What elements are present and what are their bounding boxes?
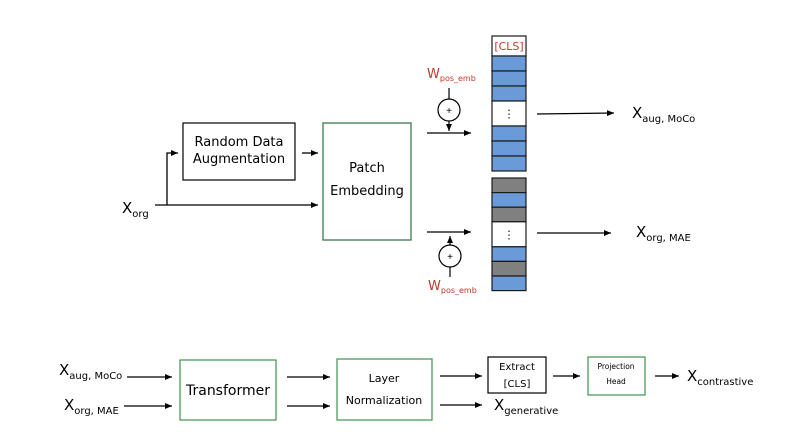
arrow-moco-output bbox=[536, 110, 615, 117]
augmentation-label-1: Random Data bbox=[195, 135, 284, 150]
cls-token-label: [CLS] bbox=[494, 40, 523, 53]
input-x-aug-moco: Xaug, MoCo bbox=[59, 361, 122, 382]
output-x-contrastive: Xcontrastive bbox=[687, 367, 753, 388]
patch-token bbox=[491, 140, 527, 157]
token-column-moco: [CLS] ⋮ bbox=[491, 35, 527, 172]
masked-token bbox=[491, 206, 527, 223]
input-x-org-mae: Xorg, MAE bbox=[64, 396, 119, 417]
masked-token bbox=[491, 177, 527, 194]
patch-token bbox=[491, 85, 527, 102]
output-x-generative: Xgenerative bbox=[494, 396, 558, 417]
projection-head-box: Projection Head bbox=[587, 356, 646, 396]
layer-norm-label-2: Normalization bbox=[346, 394, 422, 407]
pos-emb-label-bottom: Wpos_emb bbox=[428, 279, 477, 295]
ellipsis-token bbox=[491, 221, 527, 248]
ellipsis-label: ⋮ bbox=[504, 109, 515, 121]
masked-token bbox=[491, 260, 527, 277]
output-x-aug-moco: Xaug, MoCo bbox=[632, 104, 695, 125]
input-x-org-label: Xorg bbox=[122, 199, 149, 220]
adder-top-plus: + bbox=[446, 106, 452, 117]
projection-label-1: Projection bbox=[597, 362, 634, 371]
patch-token bbox=[491, 70, 527, 87]
adder-bottom-plus: + bbox=[447, 252, 453, 263]
output-x-org-mae: Xorg, MAE bbox=[636, 223, 691, 244]
extract-cls-box: Extract [CLS] bbox=[487, 356, 547, 394]
patch-embedding-label-1: Patch bbox=[349, 161, 385, 176]
transformer-label: Transformer bbox=[185, 383, 270, 399]
layer-norm-label-1: Layer bbox=[369, 372, 400, 385]
layer-norm-box: Layer Normalization bbox=[336, 358, 433, 421]
augmentation-box: Random Data Augmentation bbox=[182, 122, 296, 181]
token-column-mae: ⋮ bbox=[491, 177, 527, 292]
patch-token bbox=[491, 125, 527, 142]
projection-label-2: Head bbox=[606, 377, 626, 386]
pos-emb-label-top: Wpos_emb bbox=[427, 67, 476, 83]
patch-token bbox=[491, 55, 527, 72]
patch-token bbox=[491, 246, 527, 263]
patch-token bbox=[491, 155, 527, 172]
augmentation-label-2: Augmentation bbox=[193, 152, 285, 167]
patch-token bbox=[491, 275, 527, 292]
patch-token bbox=[491, 192, 527, 208]
ellipsis-label: ⋮ bbox=[504, 229, 515, 241]
arrow-org-to-augmentation bbox=[166, 150, 178, 205]
ellipsis-token bbox=[491, 100, 527, 127]
extract-label-2: [CLS] bbox=[504, 379, 531, 390]
transformer-box: Transformer bbox=[179, 359, 277, 421]
patch-embedding-label-2: Embedding bbox=[330, 184, 404, 199]
patch-embedding-box: Patch Embedding bbox=[322, 122, 412, 241]
extract-label-1: Extract bbox=[499, 362, 535, 373]
